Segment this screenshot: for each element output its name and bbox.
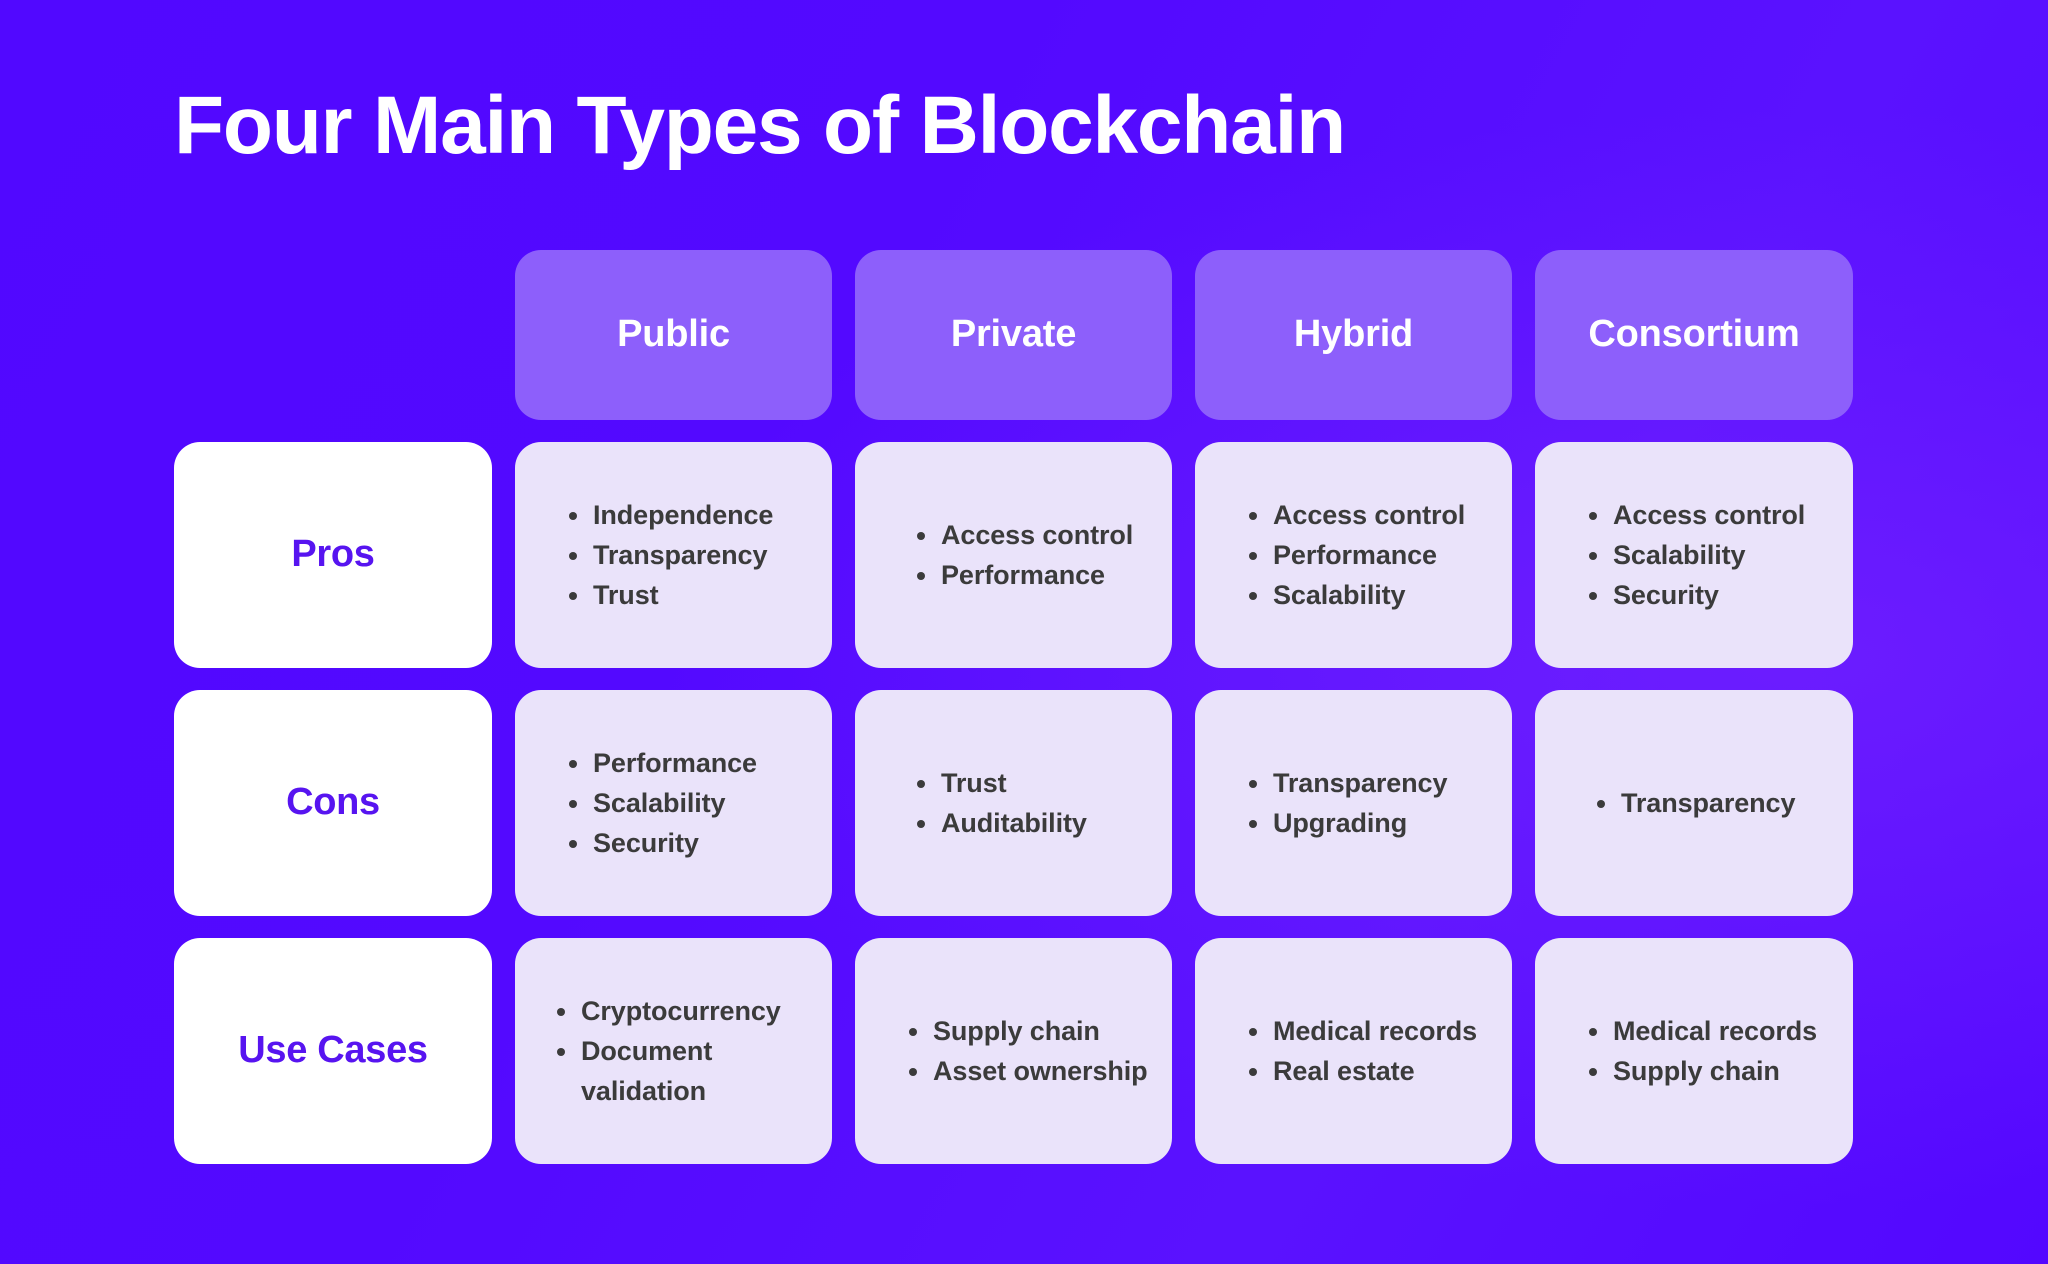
page-title: Four Main Types of Blockchain xyxy=(174,80,1346,171)
bullet-item: Security xyxy=(567,823,810,863)
header-card-hybrid: Hybrid xyxy=(1195,250,1512,420)
bullet-item: Access control xyxy=(915,515,1150,555)
bullet-item: Medical records xyxy=(1247,1011,1490,1051)
bullet-item: Performance xyxy=(915,555,1150,595)
bullet-item: Medical records xyxy=(1587,1011,1831,1051)
bullet-item: Scalability xyxy=(1587,535,1831,575)
comparison-grid: Public Private Hybrid Consortium Pros xyxy=(174,250,1878,1164)
bullet-item: Access control xyxy=(1247,495,1490,535)
grid-corner-spacer xyxy=(174,250,492,420)
bullet-item: Transparency xyxy=(1595,783,1831,823)
bullet-item: Trust xyxy=(567,575,810,615)
row-label-card-pros: Pros xyxy=(174,442,492,668)
row-label: Cons xyxy=(286,781,380,824)
row-label-card-cons: Cons xyxy=(174,690,492,916)
column-header-label: Hybrid xyxy=(1293,313,1414,356)
data-card: Transparency xyxy=(1535,690,1853,916)
bullet-item: Transparency xyxy=(1247,763,1490,803)
bullet-item: Performance xyxy=(1247,535,1490,575)
bullet-item: Asset ownership xyxy=(907,1051,1150,1091)
bullet-item: Scalability xyxy=(567,783,810,823)
bullet-item: Supply chain xyxy=(907,1011,1150,1051)
row-label: Pros xyxy=(291,533,375,576)
bullet-item: Independence xyxy=(567,495,810,535)
column-header-label: Private xyxy=(950,313,1077,356)
column-header-label: Consortium xyxy=(1588,313,1800,356)
bullet-item: Security xyxy=(1587,575,1831,615)
row-label-card-use-cases: Use Cases xyxy=(174,938,492,1164)
bullet-item: Scalability xyxy=(1247,575,1490,615)
column-header-private: Private xyxy=(855,250,1172,420)
row-header-cons: Cons xyxy=(174,690,492,916)
row-label: Use Cases xyxy=(238,1029,428,1072)
column-header-consortium: Consortium xyxy=(1535,250,1853,420)
cell-cons-consortium: Transparency xyxy=(1535,690,1853,916)
bullet-item: Access control xyxy=(1587,495,1831,535)
column-header-public: Public xyxy=(515,250,832,420)
bullet-list: Transparency xyxy=(1595,783,1831,823)
bullet-item: Cryptocurrency xyxy=(555,991,810,1031)
column-header-label: Public xyxy=(617,313,730,356)
bullet-item: Auditability xyxy=(915,803,1150,843)
header-card-consortium: Consortium xyxy=(1535,250,1853,420)
bullet-item: Real estate xyxy=(1247,1051,1490,1091)
row-header-pros: Pros xyxy=(174,442,492,668)
bullet-item: Upgrading xyxy=(1247,803,1490,843)
bullet-item: Performance xyxy=(567,743,810,783)
header-card-private: Private xyxy=(855,250,1172,420)
row-header-use-cases: Use Cases xyxy=(174,938,492,1164)
column-header-hybrid: Hybrid xyxy=(1195,250,1512,420)
bullet-item: Trust xyxy=(915,763,1150,803)
bullet-item: Transparency xyxy=(567,535,810,575)
bullet-item: Document validation xyxy=(555,1031,810,1111)
header-card-public: Public xyxy=(515,250,832,420)
bullet-item: Supply chain xyxy=(1587,1051,1831,1091)
